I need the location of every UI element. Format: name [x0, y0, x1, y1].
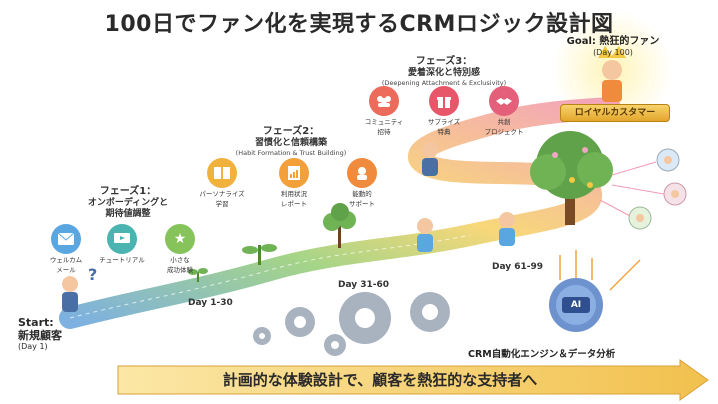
- phase-2-card-report: 利用状況 レポート: [268, 158, 320, 208]
- ai-brain-icon: [549, 278, 603, 332]
- phase-3-card-cocreation: 共創 プロジェクト: [478, 86, 530, 136]
- start-name: 新規顧客: [18, 329, 62, 342]
- card-label: 招待: [377, 128, 391, 136]
- card-label: ウェルカム: [49, 256, 83, 264]
- data-arrows: [559, 250, 641, 291]
- phase-3-header: フェーズ3： 愛着深化と特別感 (Deepening Attachment & …: [354, 56, 534, 88]
- phase-1-name-line1: オンボーディングと: [87, 198, 169, 208]
- phase-3-english: (Deepening Attachment & Exclusivity): [381, 79, 507, 87]
- book-icon: [207, 158, 237, 188]
- journey-path: [59, 97, 621, 329]
- card-label: 共創: [497, 118, 511, 126]
- card-label: サプライズ: [427, 118, 461, 126]
- start-day: (Day 1): [18, 342, 48, 351]
- phase-3-card-gift: サプライズ 特典: [418, 86, 470, 136]
- screen-icon: [107, 224, 137, 254]
- phase-1-card-welcome: ウェルカム メール: [40, 224, 92, 274]
- card-label: コミュニティ: [364, 118, 404, 126]
- customer-figure-4: [422, 142, 438, 176]
- start-label: Start: 新規顧客 (Day 1): [18, 316, 62, 352]
- card-label: 利用状況: [281, 190, 307, 198]
- card-label: パーソナライズ: [199, 190, 245, 198]
- community-icon: [369, 86, 399, 116]
- community-avatars: [628, 148, 687, 230]
- support-icon: [347, 158, 377, 188]
- card-label: 成功体験: [167, 266, 193, 274]
- card-label: レポート: [281, 200, 307, 208]
- card-label: 学習: [215, 200, 229, 208]
- sapling-icon: [323, 203, 356, 248]
- mail-icon: [51, 224, 81, 254]
- phase-2-label: フェーズ2：: [262, 126, 320, 137]
- gift-icon: [429, 86, 459, 116]
- phase-2-header: フェーズ2： 習慣化と信頼構築 (Habit Formation & Trust…: [216, 126, 366, 158]
- tree-icon: [530, 131, 613, 225]
- phase-3-label: フェーズ3：: [415, 56, 473, 67]
- sprout-icon: [188, 268, 208, 282]
- card-label: サポート: [349, 200, 375, 208]
- card-label: 特典: [437, 128, 451, 136]
- card-label: チュートリアル: [99, 256, 145, 264]
- day-label-2: Day 31-60: [338, 280, 390, 290]
- royal-customer-badge: ロイヤルカスタマー: [560, 104, 670, 122]
- fan-figure: [598, 46, 626, 102]
- card-label: プロジェクト: [484, 128, 524, 136]
- phase-3-card-community: コミュニティ 招待: [358, 86, 410, 136]
- ai-label: AI: [570, 300, 582, 310]
- phase-3-name: 愛着深化と特別感: [407, 68, 480, 78]
- start-title: Start:: [18, 316, 54, 329]
- gear-cluster: [253, 292, 450, 356]
- day-label-1: Day 1-30: [188, 298, 233, 308]
- card-label: 能動的: [352, 190, 372, 198]
- banner-arrow: [117, 359, 709, 401]
- goal-label: Goal: 熱狂的ファン (Day 100): [548, 36, 678, 58]
- phase-2-english: (Habit Formation & Trust Building): [235, 149, 347, 157]
- bottom-banner-text: 計画的な体験設計で、顧客を熱狂的な支持者へ: [222, 371, 538, 389]
- star-check-icon: ★: [165, 224, 195, 254]
- handshake-icon: [489, 86, 519, 116]
- goal-title: Goal: 熱狂的ファン: [566, 36, 660, 47]
- card-label: メール: [56, 266, 76, 274]
- phase-1-card-success: ★ 小さな 成功体験: [154, 224, 206, 274]
- crown-icon: [598, 46, 626, 58]
- phase-1-name-line2: 期待値調整: [105, 209, 151, 219]
- report-icon: [279, 158, 309, 188]
- new-customer-figure: [62, 276, 78, 312]
- phase-2-card-learning: パーソナライズ 学習: [196, 158, 248, 208]
- seedling-icon: [242, 244, 277, 265]
- crm-engine-label: CRM自動化エンジン＆データ分析: [468, 349, 616, 360]
- card-label: 小さな: [170, 256, 190, 264]
- customer-figure-3: [499, 212, 515, 246]
- phase-1-card-tutorial: チュートリアル: [96, 224, 148, 264]
- day-label-3: Day 61-99: [492, 262, 544, 272]
- page-title: 100日でファン化を実現するCRMロジック設計図: [104, 12, 614, 37]
- goal-day: (Day 100): [593, 48, 633, 57]
- phase-2-card-support: 能動的 サポート: [336, 158, 388, 208]
- phase-2-name: 習慣化と信頼構築: [254, 138, 327, 148]
- phase-1-header: フェーズ1： オンボーディングと 期待値調整: [68, 186, 188, 220]
- customer-figure-2: [417, 218, 433, 252]
- phase-1-label: フェーズ1：: [99, 186, 157, 197]
- question-mark-icon: ?: [88, 265, 97, 284]
